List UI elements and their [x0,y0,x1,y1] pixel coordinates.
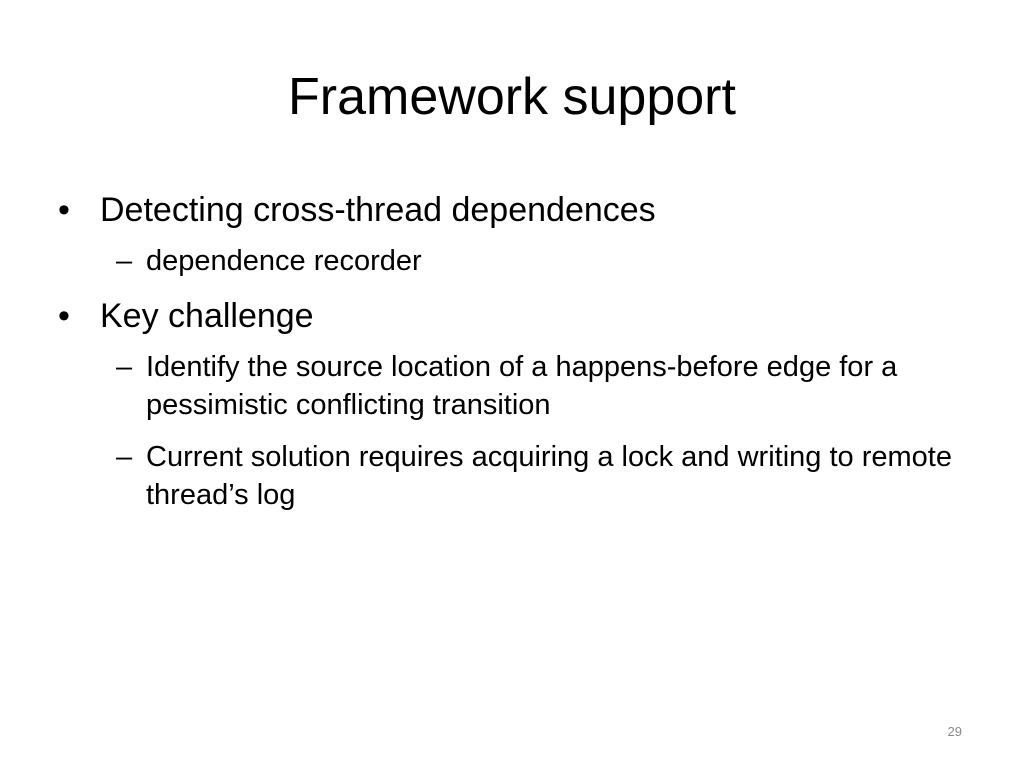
sub-bullet-item: – dependence recorder [116,242,958,280]
sub-bullet-text: dependence recorder [146,245,422,277]
slide-content: • Detecting cross-thread dependences – d… [58,188,958,528]
bullet-icon: • [58,297,70,335]
bullet-item: • Detecting cross-thread dependences [58,188,958,232]
sub-bullet-text: Identify the source location of a happen… [146,351,898,421]
slide-title: Framework support [288,68,736,126]
dash-icon: – [116,245,133,277]
bullet-text: Key challenge [100,297,314,335]
sub-bullet-item: – Identify the source location of a happ… [116,348,958,424]
sub-bullet-item: – Current solution requires acquiring a … [116,438,958,514]
dash-icon: – [116,351,133,383]
page-number: 29 [947,724,962,739]
sub-bullet-text: Current solution requires acquiring a lo… [146,441,952,511]
bullet-item: • Key challenge [58,294,958,338]
bullet-icon: • [58,191,70,229]
bullet-text: Detecting cross-thread dependences [100,191,656,229]
dash-icon: – [116,441,133,473]
